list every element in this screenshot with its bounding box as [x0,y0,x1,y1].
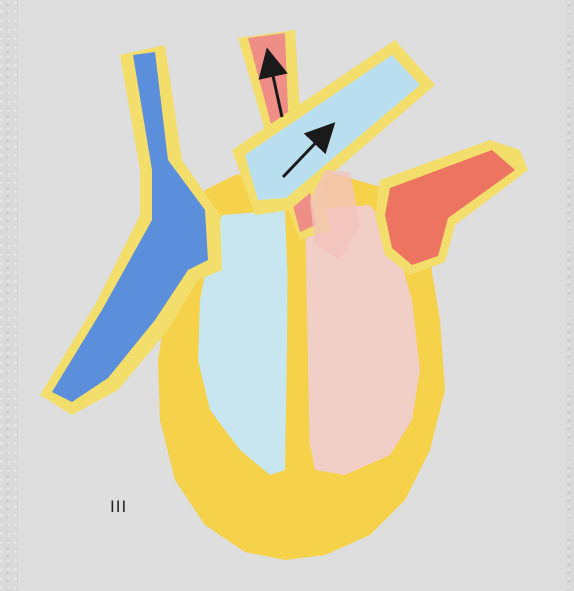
pulmonary-vein-blood [385,150,515,265]
stage-label: III [110,497,127,517]
